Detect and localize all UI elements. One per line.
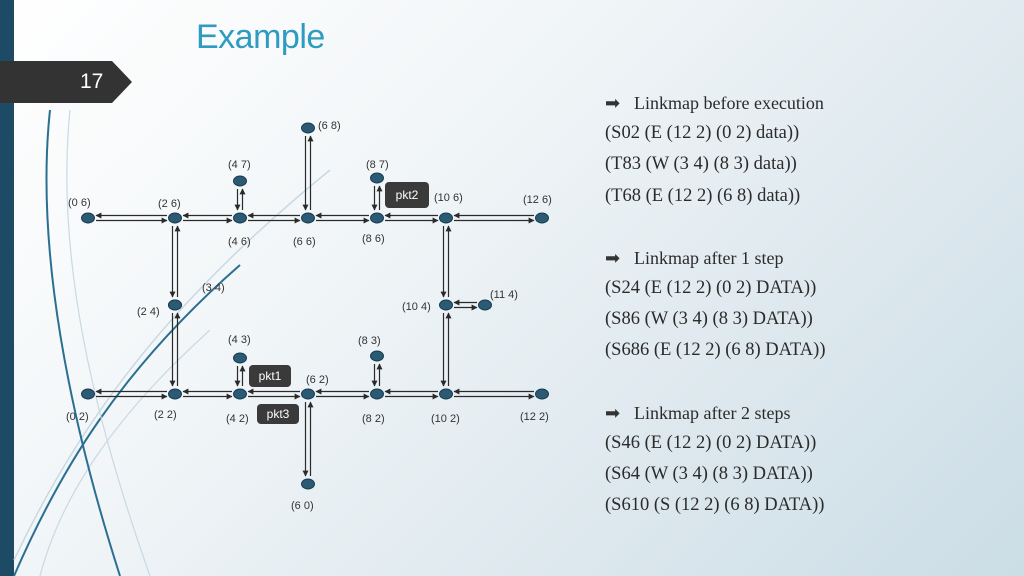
graph-node: (2 6) [158,198,182,224]
node-label: (6 2) [306,374,329,386]
graph-node: (12 6) [523,194,552,224]
page-number-tag: 17 [0,61,132,103]
node-label: (12 2) [520,411,549,423]
graph-node: (0 6) [68,197,95,224]
network-diagram: (6 8) (4 7) (8 7) (0 6) (2 6) (10 6) (12 6) (4 … [66,120,552,512]
linkmap-entry: (S610 (S (12 2) (6 8) DATA)) [605,495,825,516]
graph-node: (2 2) [154,388,182,421]
section-heading: Linkmap before execution [634,93,824,113]
packets-layer: pkt2 pkt1 pkt3 [249,182,429,424]
graph-node: (0 2) [66,388,95,423]
graph-node: (8 7) [366,159,389,184]
packet-badge: pkt2 [385,182,429,208]
arrow-bullet-icon: ➡ [605,93,621,113]
graph-node: (6 0) [291,478,315,512]
linkmap-entry: (S02 (E (12 2) (0 2) data)) [605,123,800,143]
linkmap-section-before: ➡ Linkmap before execution (S02 (E (12 2)… [605,88,1015,212]
linkmap-entry: (S24 (E (12 2) (0 2) DATA)) [605,277,817,298]
node-label: (2 2) [154,409,177,421]
linkmap-section-step2: ➡ Linkmap after 2 steps (S46 (E (12 2) (0… [605,398,1015,522]
linkmap-entry: (S86 (W (3 4) (8 3) DATA)) [605,309,813,330]
graph-node: (4 3) [228,334,251,364]
node-label: (4 3) [228,334,251,346]
graph-node: (10 6) [434,192,463,224]
packet-label: pkt3 [267,407,290,421]
node-label: (10 6) [434,192,463,204]
graph-node: (4 7) [228,159,251,187]
graph-node: (6 8) [301,120,341,134]
nodes-layer: (6 8) (4 7) (8 7) (0 6) (2 6) (10 6) (12 6) (4 … [66,120,552,512]
graph-node: (6 6) [293,212,316,248]
node-label: (4 6) [228,236,251,248]
node-label: (10 2) [431,413,460,425]
node-label: (2 6) [158,198,181,210]
section-heading: Linkmap after 1 step [634,247,784,268]
section-heading: Linkmap after 2 steps [634,402,791,423]
linkmap-entry: (S46 (E (12 2) (0 2) DATA)) [605,432,817,453]
linkmap-entry: (T68 (E (12 2) (6 8) data)) [605,185,801,206]
graph-node: (10 4) [402,299,453,313]
arrow-bullet-icon: ➡ [605,402,621,423]
graph-node: (2 4) [137,299,182,318]
linkmap-entry: (T83 (W (3 4) (8 3) data)) [605,154,797,175]
page-number: 17 [80,70,104,93]
arrow-bullet-icon: ➡ [605,247,621,268]
graph-node: (4 6) [228,212,251,248]
packet-badge: pkt3 [257,404,299,424]
node-label: (12 6) [523,194,552,206]
node-label: (8 7) [366,159,389,171]
node-label: (8 2) [362,413,385,425]
node-label: (8 6) [362,233,385,245]
linkmap-entry: (S64 (W (3 4) (8 3) DATA)) [605,464,813,485]
graph-node: (8 2) [362,388,385,425]
linkmap-panel: ➡ Linkmap before execution (S02 (E (12 2)… [605,88,1015,553]
edges-layer [95,135,535,477]
graph-node: (8 6) [362,212,385,245]
slide-title: Example [196,18,325,56]
graph-node: (11 4) [478,289,518,311]
node-label: (2 4) [137,306,160,318]
graph-node: (12 2) [520,388,549,423]
node-label: (8 3) [358,335,381,347]
graph-node: (10 2) [431,388,460,425]
node-label: (3 4) [202,282,225,294]
node-label: (0 2) [66,411,89,423]
node-label: (4 7) [228,159,251,171]
packet-label: pkt1 [259,369,282,383]
node-label: (6 8) [318,120,341,132]
left-accent-bar [0,0,14,576]
linkmap-entry: (S686 (E (12 2) (6 8) DATA)) [605,340,826,361]
linkmap-section-step1: ➡ Linkmap after 1 step (S24 (E (12 2) (0 … [605,243,1015,367]
node-label: (4 2) [226,413,249,425]
node-label: (0 6) [68,197,91,209]
node-label: (6 6) [293,236,316,248]
graph-node: (4 2) [226,388,249,425]
packet-label: pkt2 [396,188,419,202]
node-label: (10 4) [402,301,431,313]
node-label: (11 4) [490,289,518,301]
node-label: (6 0) [291,500,314,512]
graph-node: (6 2) [301,374,329,400]
graph-node: (8 3) [358,335,384,362]
packet-badge: pkt1 [249,365,291,387]
